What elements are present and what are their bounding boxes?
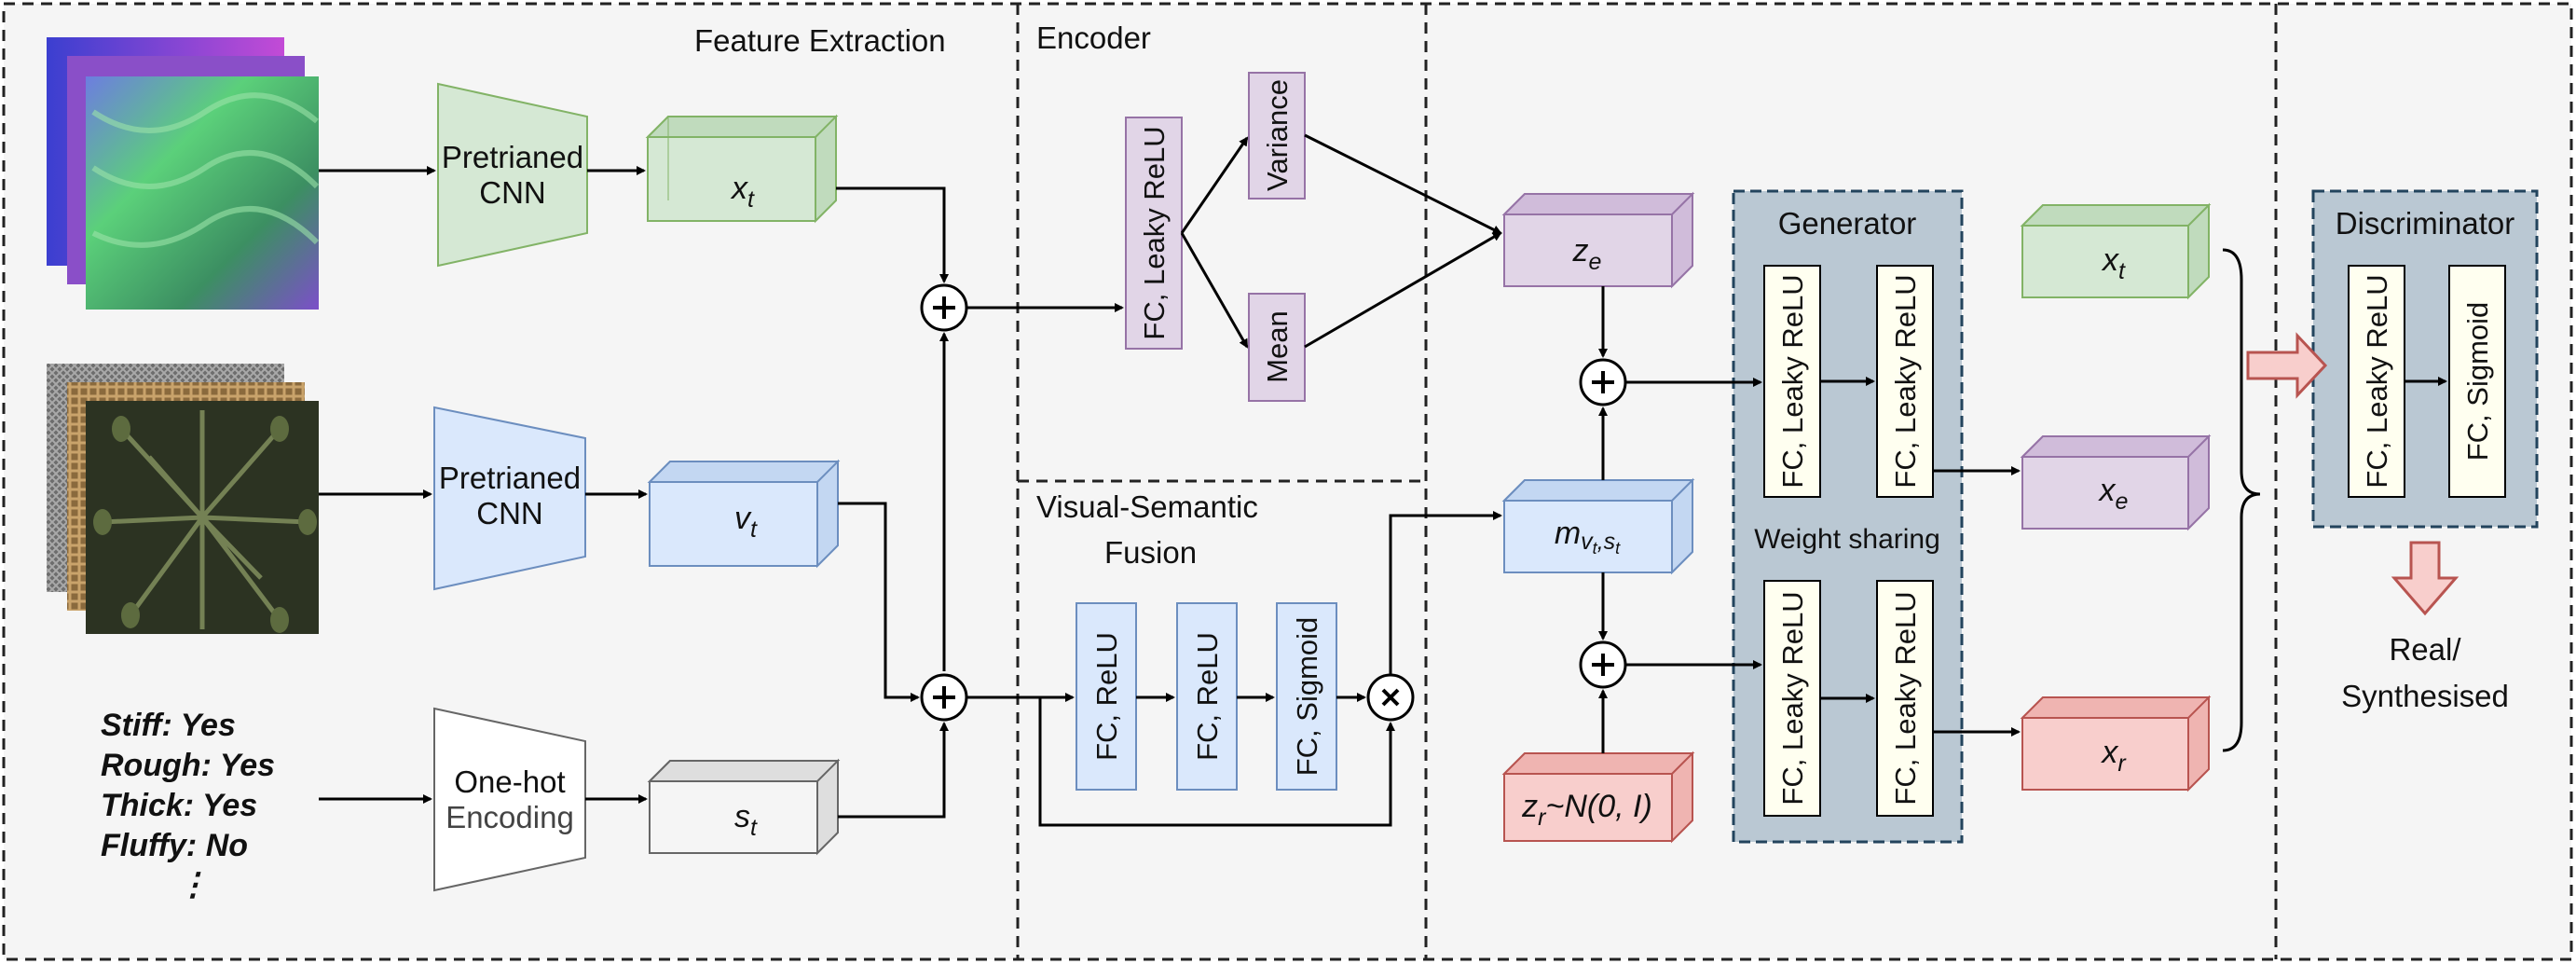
fusion-fc-relu-2 <box>1176 602 1238 791</box>
out-xt-symbol: x <box>2101 242 2119 278</box>
fusion-box-m: mvt,st <box>1501 477 1695 575</box>
disc-fc-sigmoid <box>2448 265 2506 498</box>
svg-text:xr: xr <box>2100 735 2127 777</box>
attribute-thick: Thick: Yes <box>101 788 257 823</box>
feature-box-st: st <box>647 758 841 856</box>
glitter-texture-stack <box>47 37 320 310</box>
output-box-xr: xr <box>2020 695 2212 792</box>
fabric-texture-stack <box>47 364 319 634</box>
attribute-ellipsis: ⋮ <box>177 867 209 902</box>
gen-bottom-fc-2 <box>1876 580 1934 817</box>
cnn-green-line2: CNN <box>479 175 546 210</box>
fusion-fc3-label: FC, Sigmoid <box>1291 617 1323 777</box>
zr-distribution: ~N(0, I) <box>1546 789 1652 824</box>
m-subscript-t2: t <box>1615 539 1621 558</box>
output-box-xe: xe <box>2020 434 2212 531</box>
attribute-fluffy: Fluffy: No <box>101 828 248 863</box>
m-subscript-s: ,s <box>1597 529 1615 555</box>
ze-symbol: z <box>1572 233 1589 269</box>
operator-symbols <box>933 296 1614 709</box>
vt-symbol: v <box>734 501 752 536</box>
onehot-line2: Encoding <box>445 800 574 834</box>
fusion-title-line1: Visual-Semantic <box>1036 489 1258 524</box>
generator-title: Generator <box>1778 206 1917 241</box>
vt-subscript: t <box>750 516 758 543</box>
disc-fc-leaky-relu <box>2348 265 2405 498</box>
ze-subscript: e <box>1589 249 1602 275</box>
outputs-brace <box>2222 248 2261 752</box>
mean-box <box>1248 293 1306 402</box>
st-subscript: t <box>750 815 758 841</box>
gen-top-fc-1 <box>1763 265 1821 498</box>
fusion-fc2-label: FC, ReLU <box>1191 632 1224 761</box>
attribute-rough: Rough: Yes <box>101 748 275 783</box>
onehot-encoding-box <box>433 707 586 892</box>
encoder-title: Encoder <box>1036 21 1151 55</box>
output-box-xt: xt <box>2020 202 2212 300</box>
gen-bottom-fc1-label: FC, Leaky ReLU <box>1776 591 1809 805</box>
gen-bottom-fc-1 <box>1763 580 1821 817</box>
gen-bottom-fc2-label: FC, Leaky ReLU <box>1889 591 1922 805</box>
out-xr-subscript: r <box>2117 751 2127 777</box>
cnn-blue-line2: CNN <box>476 496 543 530</box>
pretrained-cnn-blue <box>433 406 586 591</box>
cnn-green-line1: Pretrianed <box>442 140 583 174</box>
feature-box-xt: xt <box>645 114 839 224</box>
cnn-blue-line1: Pretrianed <box>439 461 581 495</box>
zr-symbol: z <box>1521 789 1538 824</box>
onehot-line1: One-hot <box>454 764 565 799</box>
svg-text:mvt,st: mvt,st <box>1555 516 1621 558</box>
svg-text:xt: xt <box>730 171 755 213</box>
out-xt-subscript: t <box>2118 258 2126 284</box>
fusion-fc1-label: FC, ReLU <box>1090 632 1123 761</box>
fusion-fc-sigmoid <box>1276 602 1337 791</box>
svg-text:st: st <box>734 799 758 841</box>
out-xe-subscript: e <box>2116 489 2129 515</box>
m-subscript-t1: t <box>1593 539 1598 558</box>
noise-box-zr: zr~N(0, I) <box>1501 751 1695 844</box>
latent-box-ze: ze <box>1501 191 1695 289</box>
fusion-fc-relu-1 <box>1076 602 1137 791</box>
feature-box-vt: vt <box>647 459 841 569</box>
disc-fc2-label: FC, Sigmoid <box>2461 302 2494 461</box>
output-real-line1: Real/ <box>2389 632 2461 667</box>
to-discriminator-arrow <box>2246 332 2328 399</box>
out-xr-symbol: x <box>2100 735 2118 770</box>
attribute-stiff: Stiff: Yes <box>101 708 236 743</box>
st-symbol: s <box>734 799 750 834</box>
mean-label: Mean <box>1261 310 1294 383</box>
out-xe-symbol: x <box>2098 473 2117 508</box>
pretrained-cnn-green <box>437 82 588 268</box>
encoder-fc-box <box>1125 117 1183 350</box>
output-real-line2: Synthesised <box>2341 679 2509 713</box>
connectors <box>319 133 2447 827</box>
gen-top-fc2-label: FC, Leaky ReLU <box>1889 274 1922 488</box>
svg-text:vt: vt <box>734 501 758 543</box>
attribute-list: Stiff: Yes Rough: Yes Thick: Yes Fluffy:… <box>101 708 275 902</box>
svg-text:ze: ze <box>1572 233 1602 275</box>
fusion-title-line2: Fusion <box>1104 535 1197 570</box>
disc-fc1-label: FC, Leaky ReLU <box>2361 274 2393 488</box>
to-output-arrow <box>2391 541 2460 616</box>
encoder-fc-label: FC, Leaky ReLU <box>1138 126 1171 339</box>
xt-subscript: t <box>747 186 755 213</box>
feature-extraction-title: Feature Extraction <box>694 23 946 58</box>
weight-sharing-label: Weight sharing <box>1754 524 1940 555</box>
variance-label: Variance <box>1261 79 1294 191</box>
xt-symbol: x <box>730 171 748 206</box>
gen-top-fc-2 <box>1876 265 1934 498</box>
discriminator-title: Discriminator <box>2336 206 2515 241</box>
m-subscript-v: v <box>1581 529 1594 555</box>
zr-subscript: r <box>1538 805 1547 831</box>
svg-text:xt: xt <box>2101 242 2126 284</box>
m-symbol: m <box>1555 516 1581 551</box>
svg-text:zr~N(0, I): zr~N(0, I) <box>1521 789 1652 831</box>
gen-top-fc1-label: FC, Leaky ReLU <box>1776 274 1809 488</box>
svg-text:xe: xe <box>2098 473 2129 515</box>
